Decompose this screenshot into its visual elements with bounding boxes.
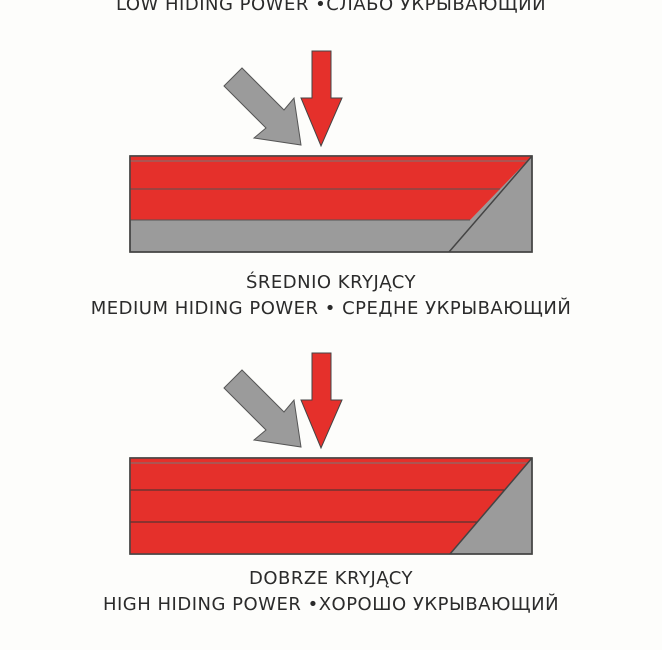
caption-medium-hiding: ŚREDNIO KRYJĄCY MEDIUM HIDING POWER • СР… (0, 270, 662, 322)
paint-layers (130, 458, 532, 554)
gray-arrow-icon (223, 369, 302, 448)
red-arrow-icon (300, 50, 343, 148)
gray-arrow-icon (223, 67, 302, 146)
diagram-medium-hiding (129, 50, 533, 253)
caption-medium-line2: MEDIUM HIDING POWER • СРЕДНЕ УКРЫВАЮЩИЙ (90, 298, 572, 319)
caption-high-line1: DOBRZE KRYJĄCY (248, 568, 414, 589)
red-arrow-icon (300, 352, 343, 450)
diagram-high-hiding (129, 352, 533, 555)
caption-high-line2: HIGH HIDING POWER •ХОРОШО УКРЫВАЮЩИЙ (102, 594, 560, 615)
cut-edge (449, 457, 533, 555)
caption-low-line2: LOW HIDING POWER •СЛАБО УКРЫВАЮЩИЙ (115, 0, 547, 15)
caption-low-hiding: LOW HIDING POWER •СЛАБО УКРЫВАЮЩИЙ (0, 0, 662, 18)
caption-medium-line1: ŚREDNIO KRYJĄCY (245, 272, 417, 293)
cut-edge (448, 155, 533, 253)
caption-high-hiding: DOBRZE KRYJĄCY HIGH HIDING POWER •ХОРОШО… (0, 566, 662, 618)
paint-layers (130, 156, 532, 220)
